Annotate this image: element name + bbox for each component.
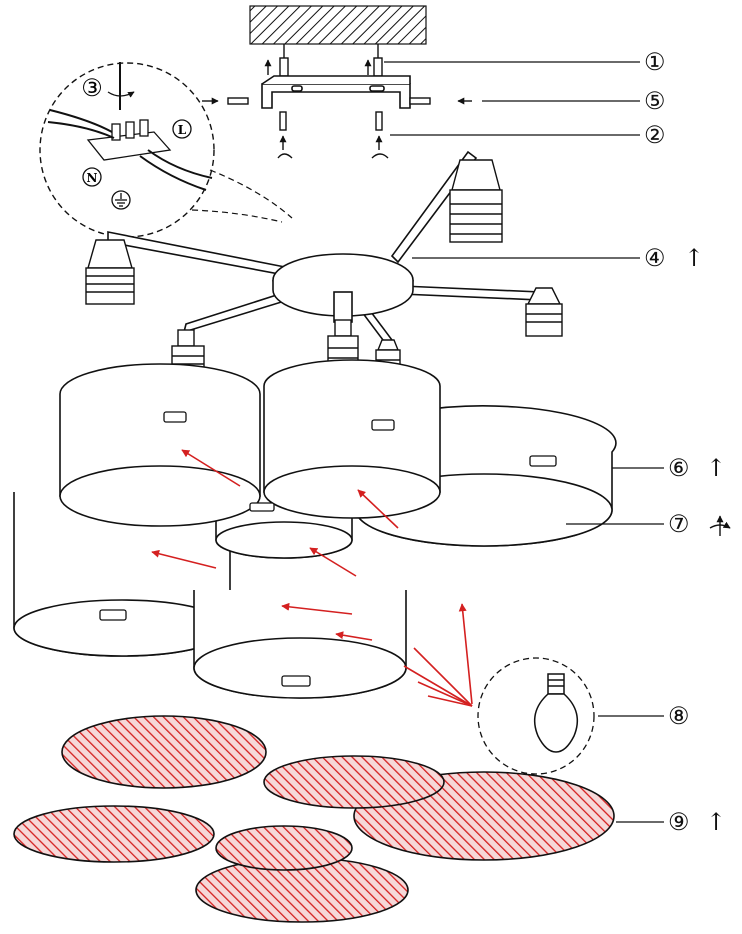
shade-lower-center (193, 590, 407, 699)
rotate-arrow-icons (277, 153, 731, 536)
callout-7-number: ⑦ (668, 510, 690, 538)
drum-shades (13, 359, 617, 699)
callout-6-number: ⑥ (668, 454, 690, 482)
lamp-sockets (85, 159, 563, 377)
live-terminal-label: L (172, 119, 192, 139)
neutral-terminal-label: N (82, 167, 102, 187)
socket-right (525, 287, 563, 337)
socket-left (85, 239, 135, 305)
shade-rings (99, 411, 557, 687)
svg-text:N: N (87, 171, 98, 185)
callout-3-number: ③ (81, 74, 103, 102)
callout-8-number: ⑧ (668, 702, 690, 730)
callout-9-number: ⑨ (668, 808, 690, 836)
terminal-block (47, 62, 213, 191)
ceiling-bolts (264, 44, 383, 77)
callout-4-number: ④ (644, 244, 666, 272)
bulb-icon (533, 673, 579, 753)
diffuser-6 (215, 825, 353, 871)
socket-top-right (449, 159, 503, 243)
shade-upper-center (263, 359, 441, 519)
svg-text:L: L (178, 123, 187, 137)
callout-1-number: ① (644, 48, 666, 76)
shade-upper-left (59, 363, 261, 527)
ground-icon (111, 190, 131, 210)
diffuser-plates (13, 715, 615, 923)
ceiling-block (249, 5, 427, 45)
diffuser-1 (61, 715, 267, 789)
leader-lines (384, 61, 664, 823)
callout-4-action: ↑ (684, 244, 704, 272)
callout-6-action: ↑ (706, 454, 726, 482)
bulb-detail (477, 657, 595, 775)
bracket-screws (202, 97, 472, 150)
callout-9-action: ↑ (706, 808, 726, 836)
diffuser-4 (13, 805, 215, 863)
mounting-bracket (261, 75, 411, 109)
wiring-detail: L N ③ (39, 62, 293, 238)
callouts: ① ② ⑤ ④ ↑ ⑥ ↑ ⑦ ⑧ ⑨ ↑ (644, 48, 726, 836)
callout-2-number: ② (644, 121, 666, 149)
callout-5-number: ⑤ (644, 87, 666, 115)
diffuser-3 (263, 755, 445, 809)
